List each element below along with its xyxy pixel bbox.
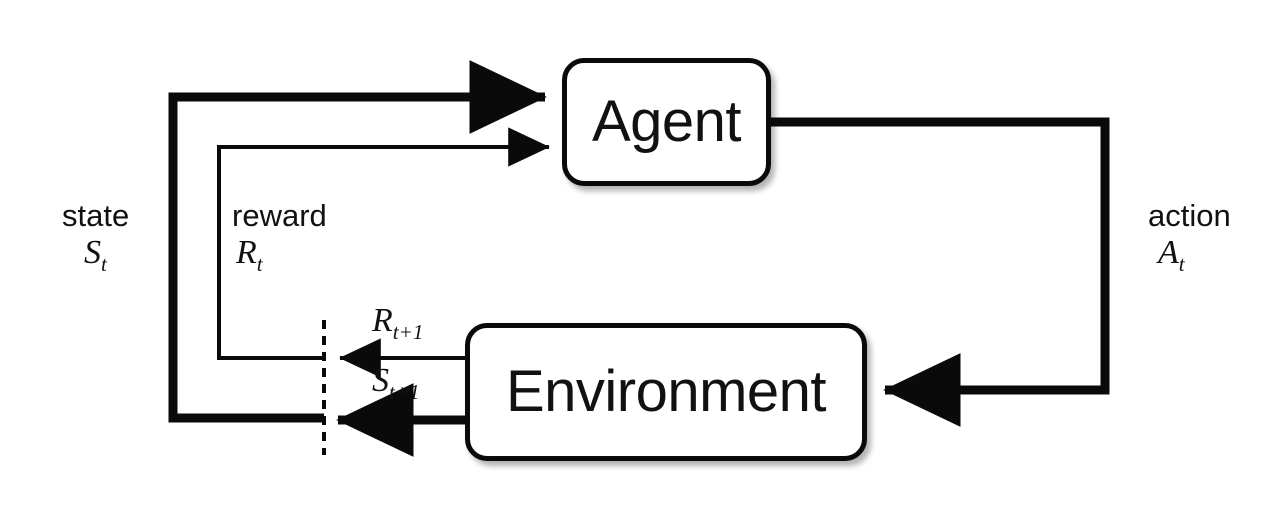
node-agent-label: Agent [591,89,742,154]
edge-label-reward-symbol: Rt [236,233,327,276]
edge-label-state-next: St+1 [372,364,420,403]
edge-label-state-symbol-base: S [84,233,101,271]
edge-label-reward-next-sub: t+1 [392,319,424,344]
edge-label-reward-next: Rt+1 [372,304,423,343]
node-environment-label: Environment [505,359,827,424]
edge-label-reward-symbol-base: R [236,233,257,271]
edge-label-state-word: state [62,198,130,233]
edge-label-action-symbol: At [1158,233,1231,276]
edge-label-action-symbol-sub: t [1178,251,1185,276]
edge-label-reward-word: reward [232,198,327,233]
edge-label-state: state St [62,198,130,276]
edge-label-state-next-sub: t+1 [389,379,420,404]
edge-label-state-next-base: S [372,362,389,399]
edge-label-action-symbol-base: A [1158,233,1179,271]
edge-label-reward-next-base: R [372,302,393,339]
edge-label-state-symbol: St [84,233,129,276]
node-agent[interactable]: Agent [562,58,771,186]
edge-reward-path [217,127,550,360]
edge-label-state-symbol-sub: t [101,251,107,276]
edge-state-path [168,60,547,423]
node-environment[interactable]: Environment [465,323,867,461]
edge-action-path [771,117,1110,427]
edge-label-action: action At [1148,198,1231,276]
edge-label-reward-symbol-sub: t [256,251,263,276]
edge-label-action-word: action [1148,198,1231,233]
edge-label-reward: reward Rt [232,198,327,276]
